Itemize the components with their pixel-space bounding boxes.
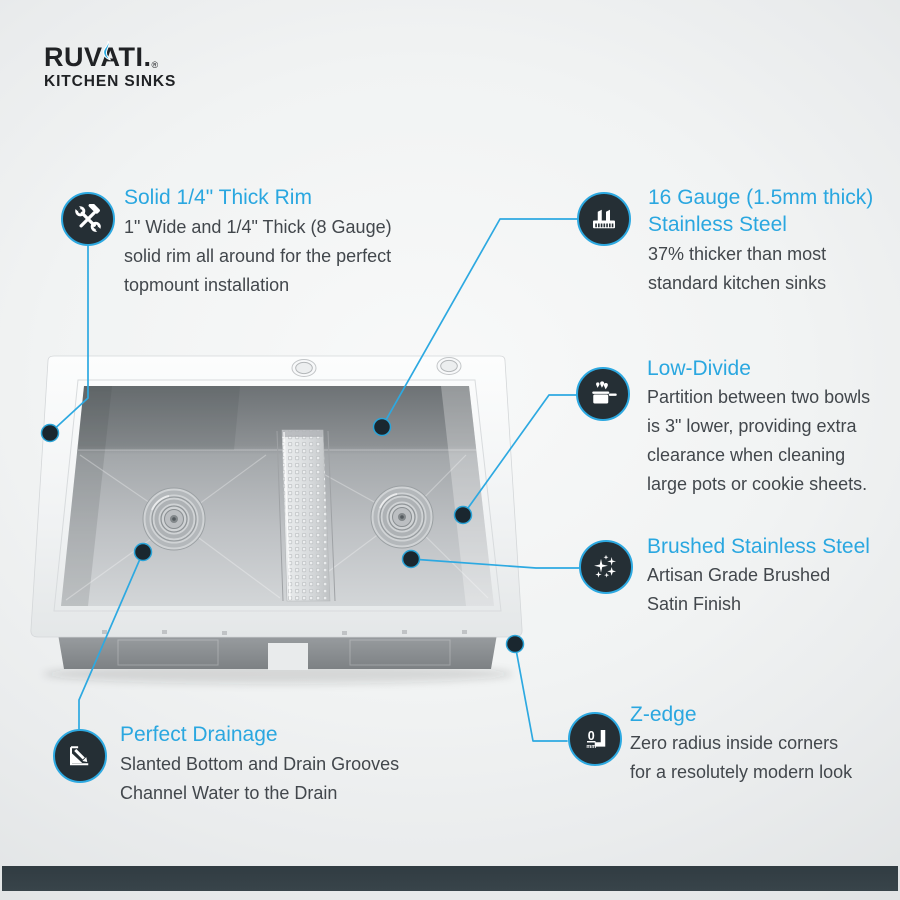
zero-radius-icon: 0 mm	[568, 712, 622, 766]
callout-title: Solid 1/4" Thick Rim	[124, 186, 312, 209]
tools-icon	[61, 192, 115, 246]
dot-brushed	[401, 549, 421, 569]
line-low-divide	[462, 394, 579, 516]
mm-label: mm	[586, 744, 596, 750]
dot-low-divide	[453, 505, 473, 525]
drain-right	[370, 485, 434, 549]
low-divide-strip	[276, 429, 336, 602]
line-brushed	[410, 558, 581, 569]
zero-label: 0	[588, 729, 595, 743]
drain-slope-icon	[53, 729, 107, 783]
dot-solid-rim	[40, 423, 60, 443]
dot-gauge	[372, 417, 392, 437]
brand-tagline: KITCHEN SINKS	[44, 73, 177, 90]
line-drainage	[78, 551, 144, 731]
faucet-hole-right	[436, 357, 462, 375]
callout-body: 1" Wide and 1/4" Thick (8 Gauge) solid r…	[124, 217, 392, 295]
line-z-edge	[514, 643, 568, 742]
dot-drainage	[133, 542, 153, 562]
callout-dots	[40, 417, 525, 654]
callout-title: Perfect Drainage	[120, 723, 278, 746]
line-solid-rim	[49, 245, 89, 434]
bottom-frame-bar	[2, 866, 898, 891]
brand-name: RUVATI.®	[44, 42, 158, 73]
faucet-hole-left	[291, 359, 317, 377]
callout-title: Brushed Stainless Steel	[647, 535, 870, 558]
callout-body: Zero radius inside corners for a resolut…	[630, 733, 853, 782]
brand-wordmark: RUVATI.	[44, 42, 152, 72]
registered-mark: ®	[151, 60, 159, 70]
callout-title: Z-edge	[630, 703, 697, 726]
drain-left	[142, 487, 206, 551]
flame-icon	[103, 41, 111, 61]
callout-body: Slanted Bottom and Drain Grooves Channel…	[120, 754, 400, 803]
callout-body: Partition between two bowls is 3" lower,…	[647, 387, 871, 494]
callout-body: Artisan Grade Brushed Satin Finish	[647, 565, 831, 614]
sink-bowls	[61, 386, 494, 606]
dot-z-edge	[505, 634, 525, 654]
callout-lines	[49, 218, 581, 742]
mounting-tabs	[102, 630, 467, 635]
line-gauge	[381, 218, 579, 428]
pot-icon	[576, 367, 630, 421]
sparkles-icon	[579, 540, 633, 594]
callout-title: 16 Gauge (1.5mm thick) Stainless Steel	[648, 186, 874, 236]
thickness-gauge-icon	[577, 192, 631, 246]
sink-base	[58, 634, 497, 670]
callout-title: Low-Divide	[647, 357, 751, 380]
callout-body: 37% thicker than most standard kitchen s…	[648, 244, 827, 293]
